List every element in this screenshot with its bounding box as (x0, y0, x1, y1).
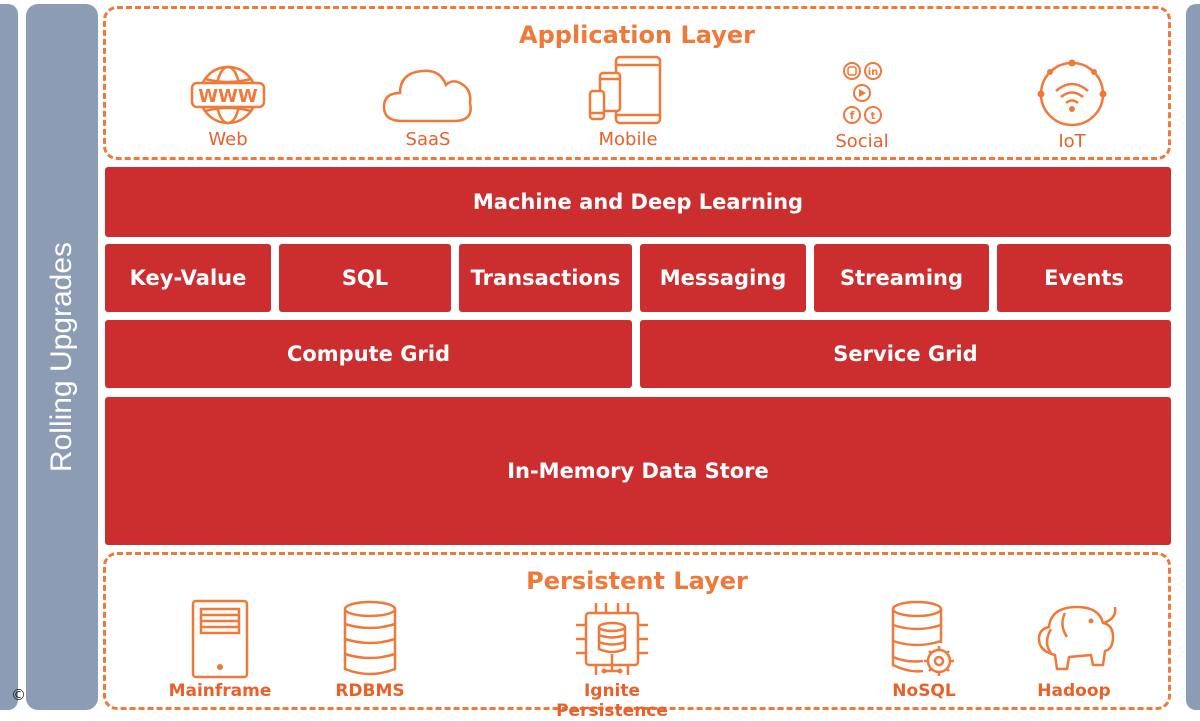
application-layer-title: Application Layer (519, 21, 755, 49)
app-item-label: IoT (1058, 131, 1086, 152)
persist-item-label: Hadoop (1037, 681, 1111, 701)
app-item-label: SaaS (405, 129, 451, 150)
right-edge-bar (1186, 4, 1200, 710)
rolling-upgrades-label: Rolling Upgrades (45, 241, 79, 473)
cloud-icon (382, 69, 472, 123)
persist-item-ignite-persistence: Ignite Persistence (532, 599, 692, 721)
application-layer: Application Layer WWW Web SaaS (103, 6, 1171, 160)
persistent-layer-title: Persistent Layer (526, 567, 748, 595)
mobile-devices-icon (588, 55, 662, 125)
svg-text:in: in (868, 67, 879, 78)
app-item-mobile: Mobile (548, 55, 708, 150)
persist-item-hadoop: Hadoop (994, 599, 1154, 701)
machine-deep-learning-block: Machine and Deep Learning (105, 167, 1171, 237)
app-item-iot: IoT (992, 57, 1152, 152)
streaming-block: Streaming (814, 244, 989, 312)
persist-item-rdbms: RDBMS (290, 599, 450, 701)
key-value-block: Key-Value (105, 244, 271, 312)
mainframe-server-icon (191, 599, 249, 679)
in-memory-data-store-block: In-Memory Data Store (105, 397, 1171, 545)
persist-item-mainframe: Mainframe (140, 599, 300, 701)
hadoop-elephant-icon (1037, 605, 1117, 671)
persist-item-nosql: NoSQL (844, 599, 1004, 701)
iot-wifi-icon (1037, 59, 1107, 127)
copyright-mark: © (11, 686, 26, 704)
left-edge-bar (0, 4, 18, 710)
persist-item-label: RDBMS (335, 681, 405, 701)
service-grid-block: Service Grid (640, 320, 1171, 388)
svg-text:t: t (871, 111, 876, 122)
svg-text:f: f (850, 109, 855, 122)
www-globe-icon: WWW (190, 65, 266, 125)
compute-grid-block: Compute Grid (105, 320, 632, 388)
database-icon (343, 600, 397, 676)
app-item-social: in f t Social (782, 59, 942, 152)
persistent-layer: Persistent Layer Mainframe RDBMS (103, 552, 1171, 721)
transactions-block: Transactions (459, 244, 632, 312)
app-item-saas: SaaS (348, 63, 508, 150)
app-item-web: WWW Web (148, 63, 308, 150)
rolling-upgrades-bar: Rolling Upgrades (26, 4, 98, 710)
persist-item-label: Mainframe (168, 681, 272, 701)
social-media-icon: in f t (843, 62, 882, 124)
database-gear-icon (891, 600, 954, 676)
sql-block: SQL (279, 244, 451, 312)
svg-text:WWW: WWW (198, 86, 258, 107)
chip-database-icon (576, 603, 648, 675)
persist-item-label: Ignite Persistence (556, 681, 668, 721)
app-item-label: Web (208, 129, 248, 150)
app-item-label: Mobile (598, 129, 658, 150)
messaging-block: Messaging (640, 244, 806, 312)
app-item-label: Social (835, 131, 889, 152)
events-block: Events (997, 244, 1171, 312)
persist-item-label: NoSQL (892, 681, 956, 701)
